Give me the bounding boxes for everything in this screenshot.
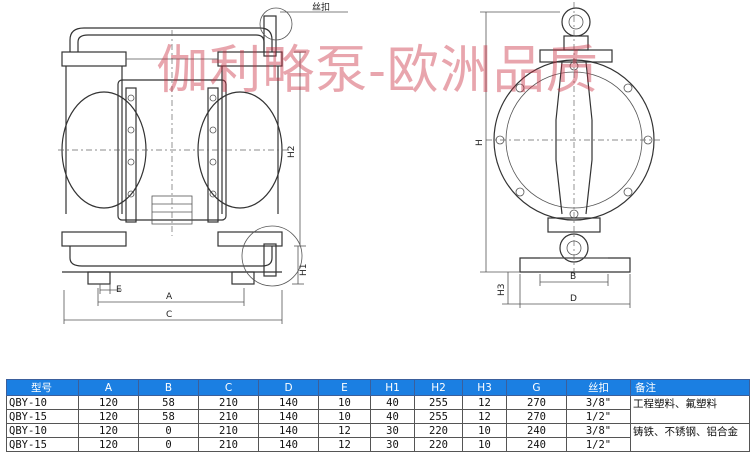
cell-note-metal: 铸铁、不锈钢、铝合金 xyxy=(630,423,750,452)
cell-H1: 40 xyxy=(370,409,415,424)
table-row: QBY-10 120 0 210 140 12 30 220 10 240 3/… xyxy=(6,423,750,452)
cell-B: 0 xyxy=(138,437,199,452)
cell-H2: 220 xyxy=(414,437,463,452)
cell-C: 210 xyxy=(198,437,259,452)
cell-G: 240 xyxy=(506,423,567,438)
pump-dimension-drawing: 丝扣 H2 H1 A C E xyxy=(58,1,662,324)
label-H3: H3 xyxy=(497,284,507,297)
cell-model: QBY-10 xyxy=(6,395,79,410)
side-view xyxy=(480,2,662,308)
cell-D: 140 xyxy=(258,423,319,438)
header-thread: 丝扣 xyxy=(566,379,631,396)
header-A: A xyxy=(78,379,139,396)
label-si-kou: 丝扣 xyxy=(312,1,330,13)
cell-G: 240 xyxy=(506,437,567,452)
cell-B: 0 xyxy=(138,423,199,438)
label-A: A xyxy=(166,292,173,302)
label-E: E xyxy=(116,285,122,295)
cell-A: 120 xyxy=(78,409,139,424)
cell-A: 120 xyxy=(78,423,139,438)
cell-A: 120 xyxy=(78,395,139,410)
cell-C: 210 xyxy=(198,409,259,424)
cell-B: 58 xyxy=(138,409,199,424)
label-B: B xyxy=(570,272,576,282)
table-row: QBY-15 120 0 210 140 12 30 220 10 240 1/… xyxy=(6,437,750,452)
cell-note-plastic: 工程塑料、氟塑料 xyxy=(630,395,750,424)
header-model: 型号 xyxy=(6,379,79,396)
label-H: H xyxy=(475,139,485,146)
cell-E: 10 xyxy=(318,409,371,424)
cell-thread: 3/8" xyxy=(566,395,631,410)
cell-H1: 30 xyxy=(370,437,415,452)
header-G: G xyxy=(506,379,567,396)
cell-H3: 10 xyxy=(462,437,507,452)
cell-H2: 220 xyxy=(414,423,463,438)
header-note: 备注 xyxy=(630,379,750,396)
header-H2: H2 xyxy=(414,379,463,396)
cell-G: 270 xyxy=(506,409,567,424)
cell-E: 10 xyxy=(318,395,371,410)
table-header-row: 型号 A B C D E H1 H2 H3 G 丝扣 备注 xyxy=(6,379,750,396)
cell-D: 140 xyxy=(258,395,319,410)
label-C: C xyxy=(166,310,172,320)
cell-G: 270 xyxy=(506,395,567,410)
cell-D: 140 xyxy=(258,437,319,452)
cell-H1: 40 xyxy=(370,395,415,410)
cell-model: QBY-15 xyxy=(6,437,79,452)
cell-H2: 255 xyxy=(414,409,463,424)
cell-E: 12 xyxy=(318,423,371,438)
header-B: B xyxy=(138,379,199,396)
cell-C: 210 xyxy=(198,395,259,410)
cell-D: 140 xyxy=(258,409,319,424)
table-row: QBY-10 120 58 210 140 10 40 255 12 270 3… xyxy=(6,395,750,424)
spec-table: 型号 A B C D E H1 H2 H3 G 丝扣 备注 QBY-10 120… xyxy=(6,379,750,452)
cell-B: 58 xyxy=(138,395,199,410)
cell-H1: 30 xyxy=(370,423,415,438)
header-H3: H3 xyxy=(462,379,507,396)
cell-C: 210 xyxy=(198,423,259,438)
front-view xyxy=(58,7,348,324)
cell-E: 12 xyxy=(318,437,371,452)
header-H1: H1 xyxy=(370,379,415,396)
header-D: D xyxy=(258,379,319,396)
cell-H2: 255 xyxy=(414,395,463,410)
cell-model: QBY-10 xyxy=(6,423,79,438)
header-E: E xyxy=(318,379,371,396)
cell-A: 120 xyxy=(78,437,139,452)
label-D: D xyxy=(570,294,577,304)
cell-thread: 1/2" xyxy=(566,437,631,452)
header-C: C xyxy=(198,379,259,396)
cell-thread: 1/2" xyxy=(566,409,631,424)
label-H2: H2 xyxy=(287,146,297,159)
label-H1: H1 xyxy=(299,264,309,277)
cell-H3: 12 xyxy=(462,409,507,424)
cell-H3: 10 xyxy=(462,423,507,438)
cell-H3: 12 xyxy=(462,395,507,410)
cell-thread: 3/8" xyxy=(566,423,631,438)
cell-model: QBY-15 xyxy=(6,409,79,424)
